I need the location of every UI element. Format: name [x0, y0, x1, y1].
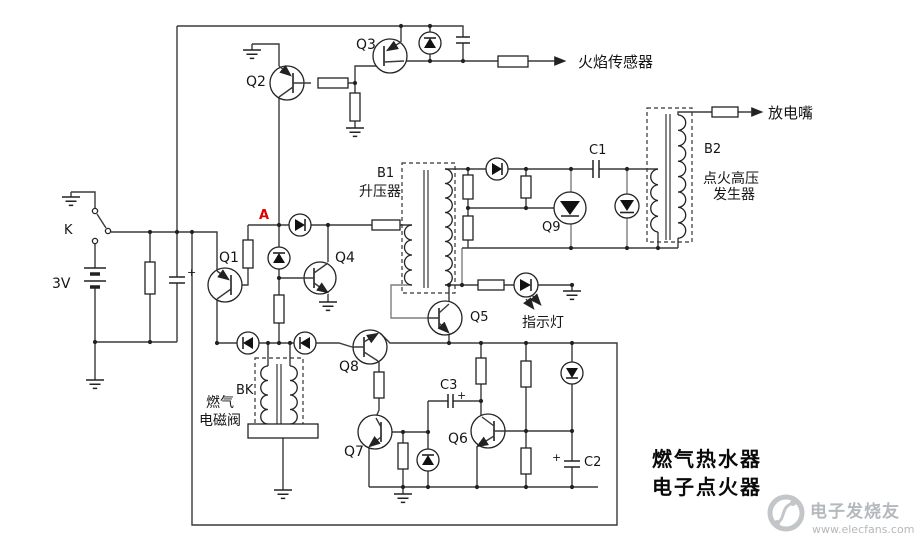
label-bk: BK	[236, 383, 254, 398]
capacitor-filter: +	[169, 266, 196, 284]
plus-sign: +	[457, 389, 466, 402]
capacitor-c1	[592, 160, 600, 178]
label-q5: Q5	[470, 310, 489, 325]
label-q2: Q2	[246, 74, 266, 90]
transistor-q1	[207, 267, 243, 303]
label-q3: Q3	[356, 37, 376, 53]
label-q9: Q9	[542, 220, 561, 235]
label-b2: B2	[704, 142, 721, 157]
label-c3: C3	[440, 378, 457, 393]
label-q8: Q8	[339, 359, 359, 375]
switch-k	[91, 207, 112, 245]
label-discharge-nozzle: 放电嘴	[768, 104, 813, 122]
label-b2-name1: 点火高压	[703, 170, 759, 187]
elecfans-logo-icon	[767, 494, 805, 532]
label-bk-name1: 燃气	[206, 394, 234, 411]
circuit-wiring	[70, 25, 712, 526]
thyristor-q9	[553, 191, 587, 225]
transformer-b2	[646, 107, 693, 243]
label-q4: Q4	[335, 250, 355, 266]
valve-body	[247, 423, 319, 439]
label-c2: C2	[584, 455, 601, 470]
label-node-a: A	[259, 208, 269, 223]
title-line2: 电子点火器	[652, 475, 762, 499]
watermark-site: www.elecfans.com	[812, 523, 914, 536]
label-bk-name2: 电磁阀	[199, 413, 241, 429]
watermark-brand: 电子发烧友	[810, 501, 900, 522]
junction-dots	[92, 23, 661, 490]
transistor-q8	[352, 329, 388, 365]
capacitor-c2: +	[552, 451, 580, 468]
transistor-q2	[269, 65, 311, 101]
label-b1: B1	[377, 166, 394, 181]
transistor-q6	[470, 413, 506, 449]
capacitor-top	[456, 36, 470, 44]
plus-sign: +	[552, 451, 561, 464]
label-b1-name: 升压器	[359, 184, 401, 200]
transistor-q3	[372, 38, 408, 74]
transistor-q5	[427, 300, 463, 336]
label-switch-k: K	[64, 223, 73, 238]
battery-3v	[84, 267, 106, 289]
capacitor-c3: +	[447, 389, 466, 408]
transformer-b1	[401, 162, 456, 294]
transistor-q7	[357, 414, 393, 450]
label-flame-sensor: 火焰传感器	[578, 53, 653, 71]
label-indicator-lamp: 指示灯	[522, 315, 564, 331]
label-q1: Q1	[219, 250, 239, 266]
thyristor-small	[614, 193, 640, 219]
label-q6: Q6	[448, 431, 468, 447]
label-q7: Q7	[344, 444, 364, 460]
label-b2-name2: 发生器	[713, 187, 755, 203]
title-line1: 燃气热水器	[652, 447, 762, 471]
led-indicator	[513, 272, 542, 310]
resistors	[144, 55, 739, 475]
watermark: 电子发烧友 www.elecfans.com	[767, 494, 914, 536]
plus-sign: +	[187, 266, 196, 279]
transformer-bk-solenoid	[247, 357, 319, 439]
label-battery-3v: 3V	[52, 276, 71, 292]
label-c1: C1	[589, 143, 606, 158]
transistor-q4	[303, 261, 337, 295]
